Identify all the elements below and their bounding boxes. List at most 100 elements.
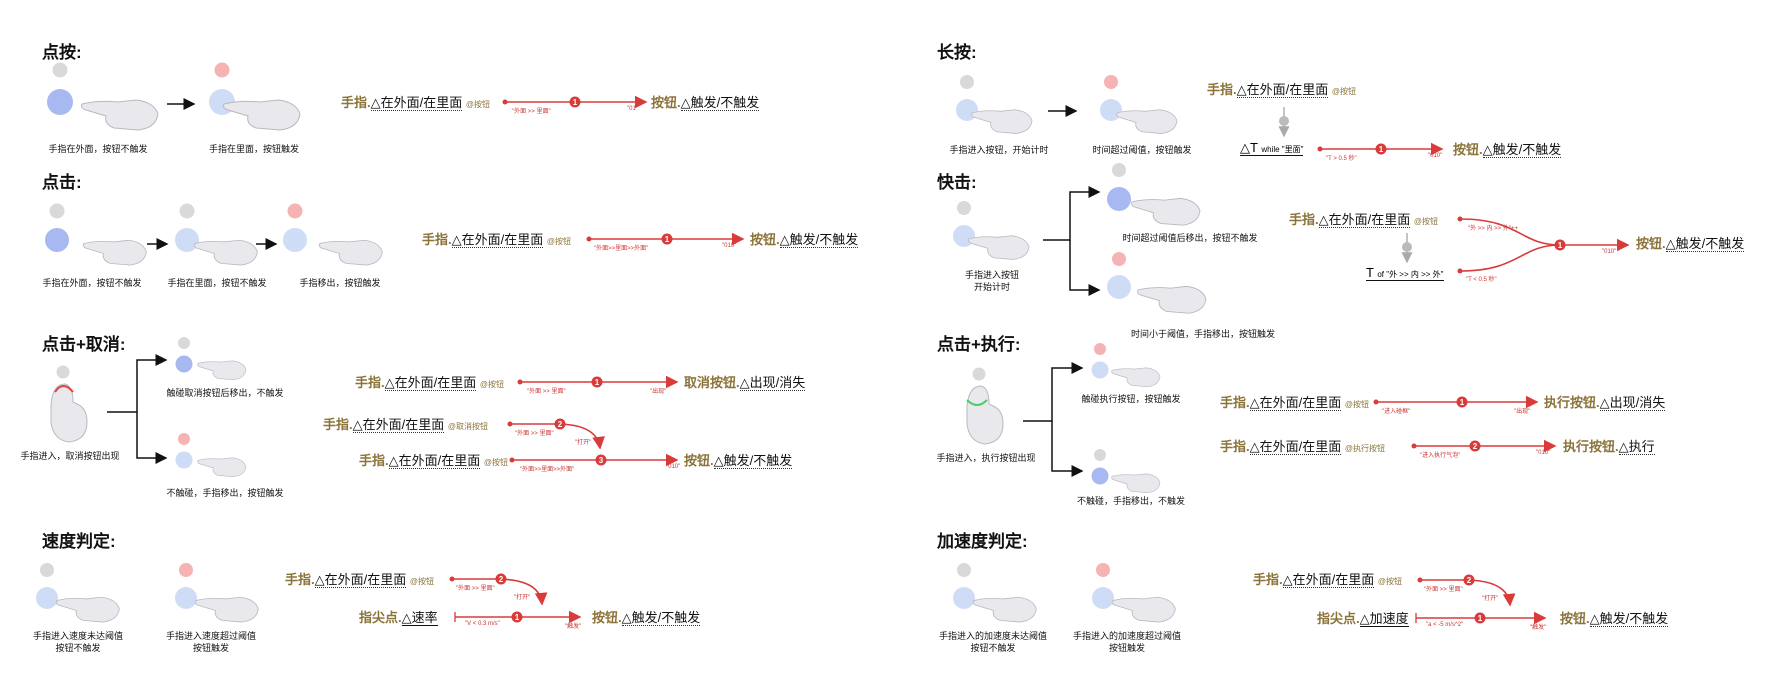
caption: 手指在外面，按钮不触发 [48, 144, 148, 154]
object-label: 按钮. [651, 95, 681, 110]
caption-line: 按钮不触发 [55, 643, 101, 653]
button-state-formula: 按钮.△触发/不触发 [592, 610, 701, 626]
branch-arrow [1069, 240, 1101, 296]
pointing-hand-icon [972, 596, 1037, 623]
object-label: 手指. [341, 95, 371, 110]
context-label: @取消按钮 [447, 422, 488, 431]
step-marker [569, 96, 581, 108]
button-dot [175, 587, 197, 609]
state-label: △在外面/在里面 [1249, 395, 1342, 411]
state-dot [49, 203, 65, 219]
caption: 手指在里面，按钮不触发 [167, 278, 267, 288]
event-tag: "外面 >> 里面" [456, 586, 495, 592]
event-tag: "打开" [575, 440, 592, 446]
caption: 时间超过阈值后移出，按钮不触发 [1122, 233, 1258, 243]
button-state-formula: 按钮.△触发/不触发 [1453, 142, 1562, 158]
step-marker-label: 1 [515, 613, 520, 622]
step-marker-label: 1 [1379, 145, 1384, 154]
caption: 手指进入速度超过阈值按钮触发 [166, 630, 256, 654]
object-label: 按钮. [750, 232, 780, 247]
step-marker-label: 1 [595, 378, 600, 387]
caption: 手指移出，按钮触发 [299, 278, 381, 288]
caption: 手指进入的加速度超过阈值按钮触发 [1073, 630, 1181, 654]
sequence-condition: of "外 >> 内 >> 外" [1377, 270, 1444, 279]
tip-accel-formula: 指尖点.△加速度 [1317, 611, 1409, 627]
branch-arrow [1051, 421, 1084, 477]
event-tag: "T > 0.5 秒" [1326, 156, 1357, 162]
object-label: 手指. [323, 417, 353, 432]
state-dot [179, 203, 195, 219]
button-dot [175, 451, 193, 469]
step-marker-label: 1 [573, 98, 578, 107]
pointing-hand-icon [197, 457, 247, 478]
finger-state-formula: 手指.△在外面/在里面 @按钮 [1207, 82, 1356, 100]
step-marker-label: 2 [499, 575, 504, 584]
caption: 不触碰，手指移出，按钮触发 [166, 488, 284, 498]
caption: 手指在外面，按钮不触发 [42, 278, 142, 288]
button-dot [175, 355, 193, 373]
cancel-button-formula: 取消按钮.△出现/消失 [684, 375, 806, 391]
button-state-formula: 按钮.△触发/不触发 [750, 232, 859, 248]
event-tag: "010" [666, 464, 681, 470]
step-marker-label: 1 [1460, 398, 1465, 407]
section-title-quick-click: 快击: [937, 173, 977, 192]
caption-line: 手指进入速度未达阈值 [32, 631, 124, 641]
step-marker [1469, 440, 1481, 452]
section-title-tap: 点按: [42, 43, 82, 62]
state-dot [52, 62, 68, 78]
object-label: 指尖点. [1317, 611, 1360, 626]
event-tag: "V < 0.3 m/s" [465, 621, 500, 627]
event-tag: "010" [1428, 153, 1443, 159]
t-symbol: T [1366, 265, 1374, 280]
pointing-hand-icon [1137, 285, 1207, 314]
context-label: @按钮 [546, 237, 571, 246]
state-dot [179, 563, 193, 577]
object-label: 取消按钮. [684, 375, 740, 390]
object-label: 手指. [1253, 572, 1283, 587]
state-label: △触发/不触发 [621, 610, 701, 626]
event-tag: "出现" [1514, 409, 1531, 415]
state-dot [287, 203, 303, 219]
branch-arrow [107, 354, 168, 413]
button-dot [1107, 275, 1131, 299]
state-label: △在外面/在里面 [370, 95, 463, 111]
caption: 手指进入，执行按钮出现 [936, 453, 1036, 463]
object-label: 手指. [1289, 212, 1319, 227]
state-label: △触发/不触发 [779, 232, 859, 248]
state-label: △在外面/在里面 [1318, 212, 1411, 228]
step-marker [1456, 396, 1468, 408]
caption: 手指进入按钮，开始计时 [949, 145, 1049, 155]
state-dot [1112, 163, 1126, 177]
caption-line: 手指进入速度超过阈值 [165, 631, 257, 641]
event-tag: "进入碰框" [1382, 409, 1411, 415]
button-dot [45, 228, 69, 252]
state-dot [1094, 343, 1106, 355]
event-tag: "触发" [565, 624, 582, 630]
state-dot [178, 433, 190, 445]
finger-state-formula: 手指.△在外面/在里面 @按钮 [1220, 395, 1369, 413]
pointing-hand-icon [971, 109, 1033, 134]
state-label: △触发/不触发 [1589, 611, 1669, 627]
state-label: △在外面/在里面 [384, 375, 477, 391]
event-tag: "打开" [1482, 596, 1499, 602]
caption: 触碰取消按钮后移出，不触发 [166, 388, 284, 398]
pointing-hand-icon [193, 239, 258, 266]
finger-up-icon [966, 385, 1004, 445]
object-label: 按钮. [1636, 236, 1666, 251]
caption: 手指进入的加速度未达阈值按钮不触发 [939, 630, 1047, 654]
caption-line: 按钮触发 [1108, 643, 1146, 653]
pointing-hand-icon [223, 99, 301, 131]
object-label: 按钮. [684, 453, 714, 468]
state-label: △在外面/在里面 [352, 417, 445, 433]
exec-button-formula: 执行按钮.△出现/消失 [1544, 395, 1666, 411]
event-tag: "010" [1602, 249, 1617, 255]
state-label: △速率 [401, 610, 438, 626]
state-label: △加速度 [1359, 611, 1409, 627]
object-label: 手指. [1220, 439, 1250, 454]
finger-state-formula: 手指.△在外面/在里面 @按钮 [1253, 572, 1402, 590]
state-dot [1094, 449, 1106, 461]
section-title-long-press: 长按: [937, 43, 977, 62]
context-label: @按钮 [483, 458, 508, 467]
section-title-accel: 加速度判定: [937, 532, 1028, 551]
event-tag: "外 >> 内 >> 外"++ [1468, 226, 1518, 232]
